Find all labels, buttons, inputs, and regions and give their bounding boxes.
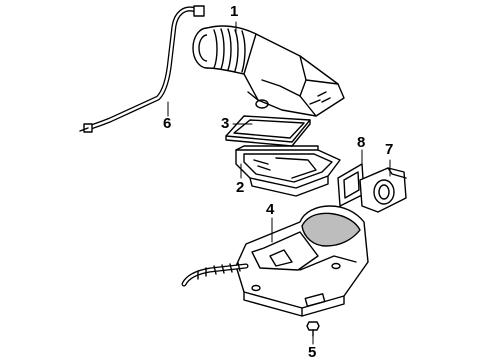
inlet-adapter: [360, 168, 406, 212]
air-cleaner-lower-housing: [236, 146, 340, 196]
bolt: [307, 322, 319, 336]
resonator: [184, 206, 368, 316]
callout-8: 8: [357, 134, 366, 151]
vent-hose: [80, 6, 204, 132]
callout-6: 6: [163, 115, 172, 132]
air-intake-duct: [193, 26, 344, 116]
callout-5: 5: [308, 344, 317, 361]
callout-1: 1: [230, 3, 239, 20]
gasket: [338, 164, 364, 206]
air-filter-element: [226, 116, 310, 146]
callout-7: 7: [385, 141, 394, 158]
callout-2: 2: [236, 179, 245, 196]
callout-4: 4: [266, 201, 275, 218]
callout-3: 3: [221, 115, 230, 132]
